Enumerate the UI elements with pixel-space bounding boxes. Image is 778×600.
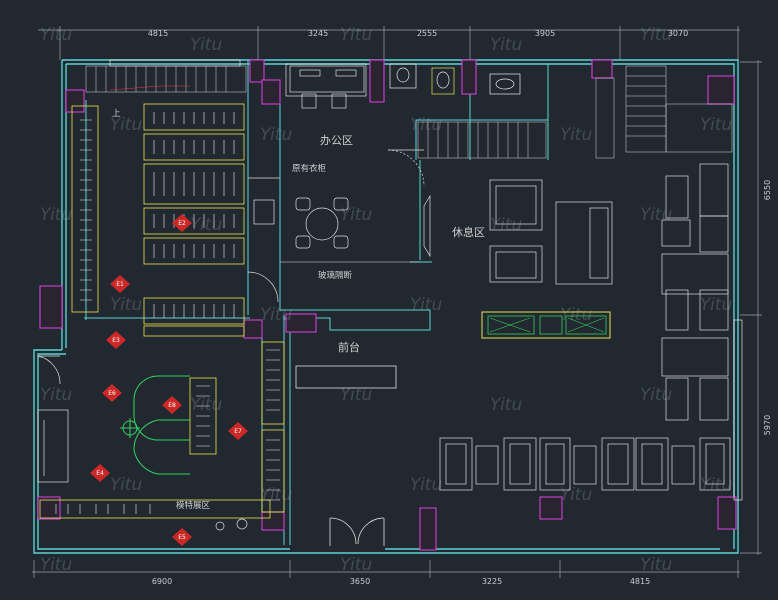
svg-text:E2: E2: [178, 220, 186, 227]
svg-text:E5: E5: [178, 534, 186, 541]
svg-text:Yitu: Yitu: [640, 385, 672, 405]
svg-text:Yitu: Yitu: [490, 215, 522, 235]
svg-text:Yitu: Yitu: [640, 25, 672, 45]
bottom-seating-row: [439, 437, 731, 491]
stair-center: [417, 121, 547, 159]
svg-text:Yitu: Yitu: [340, 555, 372, 575]
dim-bottom-3: 3225: [482, 577, 502, 586]
svg-text:Yitu: Yitu: [40, 385, 72, 405]
svg-text:Yitu: Yitu: [560, 125, 592, 145]
entrance-seating: [37, 355, 248, 531]
lounge-glass-counter: [481, 311, 611, 339]
display-island: [120, 375, 190, 475]
svg-text:Yitu: Yitu: [190, 215, 222, 235]
display-tags: E1 E2 E3 E4 E5 E6 E7 E8: [90, 214, 248, 546]
svg-text:E1: E1: [116, 281, 124, 288]
dim-bottom-2: 3650: [350, 577, 370, 586]
office-furniture: [247, 65, 425, 303]
glass-partition-label: 玻璃隔断: [318, 270, 353, 281]
tag-e3: E3: [106, 331, 126, 349]
dimension-lines: [32, 26, 762, 578]
existing-wardrobe-label: 原有衣柜: [292, 163, 327, 174]
dim-bottom-4: 4815: [630, 577, 650, 586]
svg-text:Yitu: Yitu: [40, 205, 72, 225]
svg-text:Yitu: Yitu: [640, 205, 672, 225]
svg-text:Yitu: Yitu: [260, 485, 292, 505]
svg-text:Yitu: Yitu: [190, 35, 222, 55]
svg-text:Yitu: Yitu: [110, 295, 142, 315]
svg-text:Yitu: Yitu: [110, 475, 142, 495]
dim-top-3: 2555: [417, 29, 437, 38]
svg-text:Yitu: Yitu: [110, 115, 142, 135]
tag-e6: E6: [102, 384, 122, 402]
svg-text:Yitu: Yitu: [700, 295, 732, 315]
svg-text:Yitu: Yitu: [410, 475, 442, 495]
svg-text:E8: E8: [168, 402, 176, 409]
svg-text:Yitu: Yitu: [560, 485, 592, 505]
stair-up-label: 上: [112, 109, 121, 119]
svg-text:Yitu: Yitu: [700, 115, 732, 135]
dim-top-4: 3905: [535, 29, 555, 38]
svg-text:Yitu: Yitu: [260, 305, 292, 325]
dim-bottom-1: 6900: [152, 577, 172, 586]
restroom-fixtures: [389, 63, 521, 95]
room-label-lounge: 休息区: [452, 225, 485, 239]
structural-columns: [37, 59, 737, 551]
clothing-racks: [39, 103, 285, 519]
model-display-label: 模特展区: [176, 500, 211, 511]
bottom-dimension-labels: 6900 3650 3225 4815: [152, 577, 650, 586]
stair-top-right: [595, 65, 733, 159]
svg-text:Yitu: Yitu: [560, 305, 592, 325]
svg-text:Yitu: Yitu: [340, 385, 372, 405]
dim-right-1: 6550: [763, 180, 772, 200]
dim-top-2: 3245: [308, 29, 328, 38]
interior-walls: [84, 60, 549, 545]
tag-e7: E7: [228, 422, 248, 440]
svg-text:Yitu: Yitu: [340, 205, 372, 225]
svg-text:E7: E7: [234, 428, 242, 435]
svg-text:Yitu: Yitu: [40, 25, 72, 45]
right-dimension-labels: 6550 5970: [763, 180, 772, 435]
tag-e8: E8: [162, 396, 182, 414]
room-labels: 办公区 休息区 前台: [320, 134, 485, 354]
svg-text:E6: E6: [108, 390, 116, 397]
svg-text:E4: E4: [96, 470, 104, 477]
lounge-sofas: [423, 179, 613, 285]
room-label-office: 办公区: [320, 134, 353, 147]
dim-right-2: 5970: [763, 415, 772, 435]
room-label-reception: 前台: [338, 340, 360, 354]
reception-counter: [295, 365, 397, 546]
stair-top-left: [85, 65, 247, 93]
top-dimension-labels: 4815 3245 2555 3905 3070: [148, 29, 688, 38]
svg-text:Yitu: Yitu: [410, 115, 442, 135]
annotation-labels: 原有衣柜 玻璃隔断 模特展区: [176, 163, 353, 511]
tag-e5: E5: [172, 528, 192, 546]
watermark-layer: Yitu Yitu Yitu Yitu Yitu Yitu Yitu Yitu …: [40, 25, 732, 575]
tag-e4: E4: [90, 464, 110, 482]
tag-e2: E2: [172, 214, 192, 232]
hanger-marks: [55, 112, 280, 514]
svg-text:Yitu: Yitu: [340, 25, 372, 45]
svg-text:Yitu: Yitu: [490, 35, 522, 55]
svg-text:Yitu: Yitu: [190, 395, 222, 415]
right-wall-seating: [661, 163, 729, 421]
svg-text:Yitu: Yitu: [40, 555, 72, 575]
svg-text:Yitu: Yitu: [700, 475, 732, 495]
svg-text:E3: E3: [112, 337, 120, 344]
svg-text:Yitu: Yitu: [260, 125, 292, 145]
dim-top-5: 3070: [668, 29, 688, 38]
svg-text:Yitu: Yitu: [410, 295, 442, 315]
svg-text:Yitu: Yitu: [490, 395, 522, 415]
dim-top-1: 4815: [148, 29, 168, 38]
tag-e1: E1: [110, 275, 130, 293]
svg-text:Yitu: Yitu: [640, 555, 672, 575]
